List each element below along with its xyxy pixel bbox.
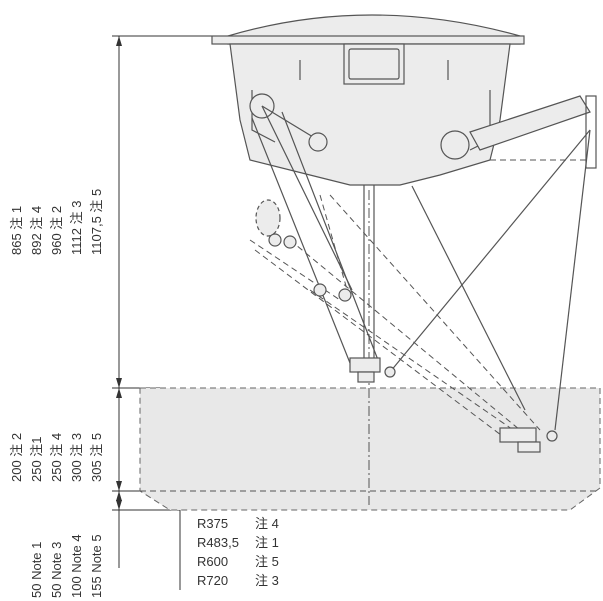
height-label-1107-5: 1107,5 注 5 [89, 188, 104, 255]
height-label-100-note4: 100 Note 4 [69, 534, 84, 598]
height-label-250a: 250 注1 [29, 436, 44, 482]
height-label-50-note3: 50 Note 3 [49, 541, 64, 598]
radius-row: R600 注 5 [197, 552, 279, 571]
radius-note: 注 4 [255, 516, 279, 531]
height-label-300: 300 注 3 [69, 432, 84, 482]
radius-row: R483,5 注 1 [197, 533, 279, 552]
height-label-200: 200 注 2 [9, 432, 24, 482]
right-arm [389, 95, 597, 431]
radius-note: 注 1 [255, 535, 279, 550]
height-label-155-note5: 155 Note 5 [89, 534, 104, 598]
radius-row: R375 注 4 [197, 514, 279, 533]
radius-value: R483,5 [197, 535, 239, 550]
radius-value: R600 [197, 554, 229, 569]
left-arm [249, 93, 379, 369]
height-label-865: 865 注 1 [9, 205, 24, 255]
radius-notes: R375 注 4 R483,5 注 1 R600 注 5 R720 注 3 [197, 514, 279, 590]
radius-value: R375 [197, 516, 229, 531]
height-label-1112: 1112 注 3 [69, 200, 84, 255]
dimension-lines [112, 35, 228, 590]
height-label-250b: 250 注 4 [49, 432, 64, 482]
end-effector-bottom [499, 427, 558, 453]
center-shaft [363, 185, 375, 505]
radius-row: R720 注 3 [197, 571, 279, 590]
end-effector-top [349, 357, 396, 383]
height-label-50-note1: 50 Note 1 [29, 541, 44, 598]
radius-note: 注 3 [255, 573, 279, 588]
robot-base [211, 14, 525, 186]
height-label-892: 892 注 4 [29, 205, 44, 255]
height-label-960: 960 注 2 [49, 205, 64, 255]
height-label-305: 305 注 5 [89, 432, 104, 482]
radius-note: 注 5 [255, 554, 279, 569]
radius-value: R720 [197, 573, 229, 588]
alternate-positions [249, 194, 541, 439]
